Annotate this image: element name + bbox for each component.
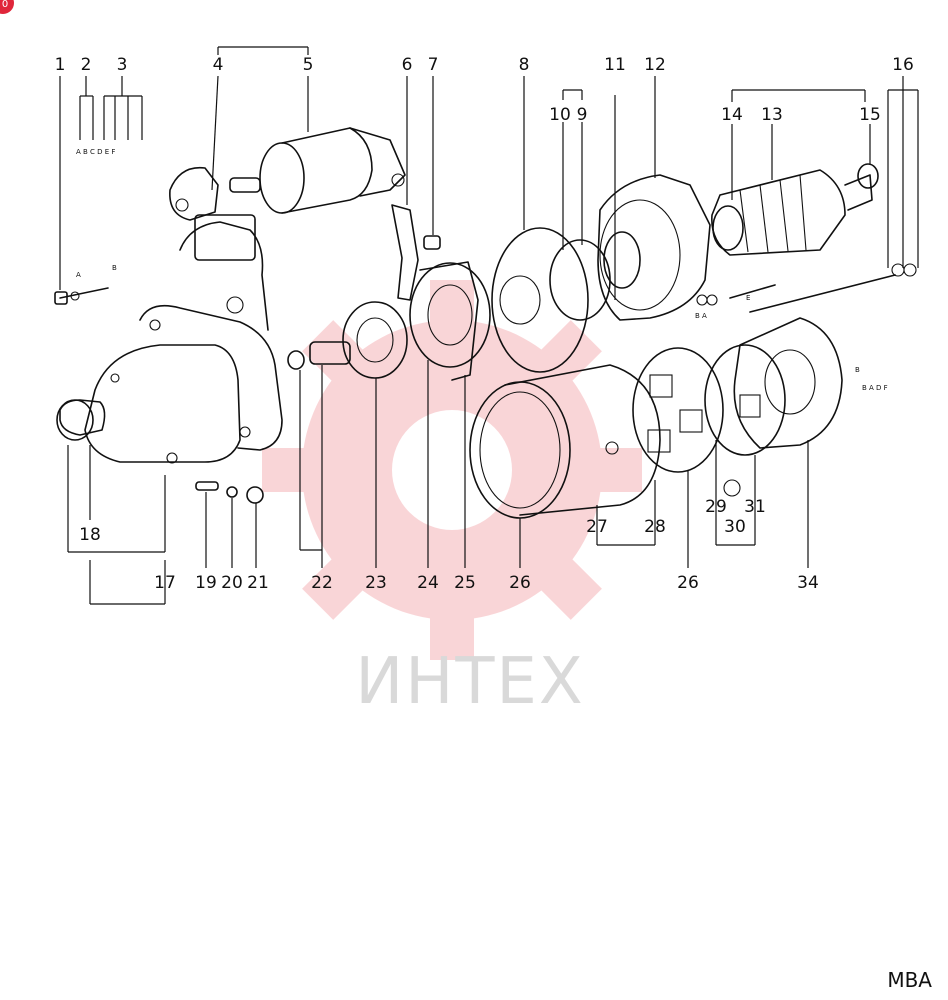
part-29-brush-plate (704, 344, 786, 497)
sublabel-item34-badf: B A D F (862, 384, 888, 392)
callout-34: 34 (797, 573, 819, 593)
part-22-ring (287, 350, 305, 370)
callout-17: 17 (154, 573, 176, 593)
callout-25: 25 (454, 573, 476, 593)
diagram-code-label: MBA (887, 968, 932, 992)
sublabel-item1-b: B (112, 264, 117, 272)
sublabel-item3-letters: A B C D E F (76, 148, 115, 156)
part-8-ring (491, 227, 589, 373)
callout-11: 11 (604, 55, 626, 75)
callout-20: 20 (221, 573, 243, 593)
callout-21: 21 (247, 573, 269, 593)
callout-6: 6 (402, 55, 413, 75)
callout-15: 15 (859, 105, 881, 125)
part-16-through-bolt (696, 263, 917, 313)
sublabel-item16-ba: B A (695, 312, 707, 320)
callout-3: 3 (117, 55, 128, 75)
watermark-gear (302, 320, 602, 620)
callout-24: 24 (417, 573, 439, 593)
sublabel-item16-e: E (746, 294, 750, 302)
part-9-planetary-gear (549, 95, 641, 321)
callout-19: 19 (195, 573, 217, 593)
watermark-text: ИНТЕХ (355, 645, 584, 719)
callout-14: 14 (721, 105, 743, 125)
leader-lines (59, 46, 919, 605)
callout-23: 23 (365, 573, 387, 593)
callout-18: 18 (79, 525, 101, 545)
part-24-intermediate-bearing (409, 261, 491, 381)
callout-2: 2 (81, 55, 92, 75)
callout-5: 5 (303, 55, 314, 75)
sub-letter-labels: A B C D E F A B B A E B B A D F (76, 148, 888, 392)
part-23-pinion (309, 301, 408, 379)
part-27-yoke-housing (504, 364, 661, 516)
callout-1: 1 (55, 55, 66, 75)
part-5-solenoid (229, 127, 406, 214)
part-13-armature (711, 169, 873, 256)
callout-28: 28 (644, 517, 666, 537)
callout-8: 8 (519, 55, 530, 75)
part-4-cap (169, 166, 219, 221)
callout-labels: 1 2 3 4 5 6 7 8 10 9 11 12 14 13 15 16 1… (55, 55, 914, 593)
part-7-plug (423, 235, 441, 250)
callout-12: 12 (644, 55, 666, 75)
part-17-drive-housing (56, 214, 283, 464)
part-20-washer (226, 486, 238, 498)
sublabel-item1-a: A (76, 271, 81, 279)
part-1-bolt (54, 287, 109, 305)
callout-13: 13 (761, 105, 783, 125)
part-21-screw (246, 486, 264, 504)
callout-22: 22 (311, 573, 333, 593)
callout-27: 27 (586, 517, 608, 537)
part-6-engaging-lever (391, 204, 419, 301)
callout-9: 9 (577, 105, 588, 125)
part-19-pin (195, 481, 219, 491)
sublabel-item34-b: B (855, 366, 860, 374)
part-12-end-plate (597, 174, 711, 321)
callout-31: 31 (744, 497, 766, 517)
callout-7: 7 (428, 55, 439, 75)
corner-badge: 0 (0, 0, 14, 14)
callout-26-left: 26 (509, 573, 531, 593)
part-34-end-cap (733, 317, 843, 449)
callout-4: 4 (213, 55, 224, 75)
callout-30: 30 (724, 517, 746, 537)
watermark-emblem (262, 280, 642, 660)
callout-10: 10 (549, 105, 571, 125)
callout-16: 16 (892, 55, 914, 75)
callout-26-right: 26 (677, 573, 699, 593)
part-28-brush-holder (632, 347, 724, 473)
part-15-washer (857, 163, 879, 189)
callout-29: 29 (705, 497, 727, 517)
